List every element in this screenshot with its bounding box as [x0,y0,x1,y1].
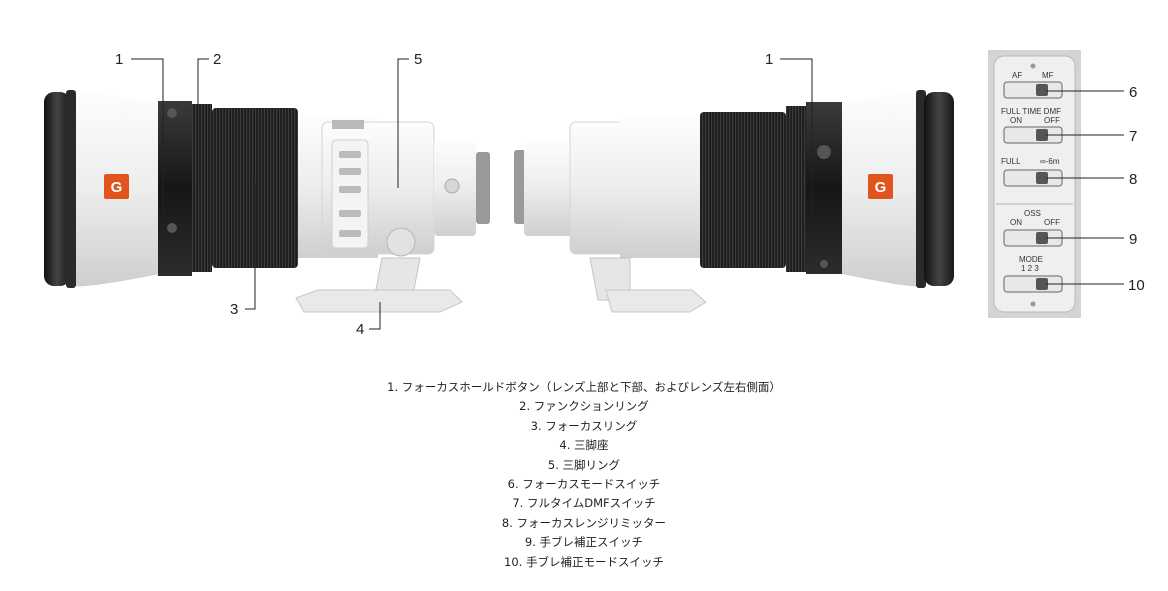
leader-1-left [131,58,164,225]
focus-hold-ring [158,101,192,276]
focus-mode-switch-knob [1036,84,1048,96]
label-full-time-dmf: FULL TIME DMF [1001,107,1061,116]
callout-8: 8 [1129,171,1137,188]
focus-hold-button-bottom-right [820,260,828,268]
strip-switch-3 [339,186,361,193]
lens-rear-barrel-right [524,140,576,236]
switch-strip [331,139,369,249]
lens-diagram: G 1 2 5 3 4 G 1 [44,50,1145,338]
tripod-foot-knob [386,227,416,257]
legend-item-2: 2. ファンクションリング [519,399,649,414]
strip-switch-4 [339,210,361,217]
focus-mode-switch [1003,81,1063,99]
callout-1-right: 1 [765,51,773,68]
full-time-dmf-switch-knob [1036,129,1048,141]
focus-range-limiter-knob [1036,172,1048,184]
tripod-lock-knob [444,178,460,194]
strip-switch-5 [339,230,361,237]
callouts-left: 1 2 5 3 4 [115,51,422,338]
oss-mode-switch-knob [1036,278,1048,290]
focus-hold-button-top [167,108,177,118]
label-range: ∞-6m [1040,157,1060,166]
legend-item-9: 9. 手ブレ補正スイッチ [524,535,644,550]
legend-item-7: 7. フルタイムDMFスイッチ [512,496,656,511]
function-ring [192,104,212,272]
g-badge [104,174,129,199]
panel-screw-top [1030,63,1036,69]
label-full: FULL [1001,157,1021,166]
legend-item-6: 6. フォーカスモードスイッチ [507,477,661,492]
legend-item-8: 8. フォーカスレンジリミッター [501,515,667,530]
label-mf: MF [1042,71,1054,80]
callout-5: 5 [414,51,422,68]
lens-front-ring-right [916,90,926,288]
focus-hold-ring-right [806,102,842,274]
tripod-foot [295,289,463,313]
leader-2 [197,58,209,188]
leader-4 [369,302,381,330]
callout-9: 9 [1129,231,1137,248]
lens-front-rim [44,92,70,286]
collar-top-plate [332,120,364,129]
strip-switch-1 [339,151,361,158]
focus-ring-right [700,112,786,268]
label-af: AF [1012,71,1022,80]
leader-5 [397,58,409,188]
leader-3 [245,182,256,310]
legend-item-10: 10. 手ブレ補正モードスイッチ [504,554,664,569]
callout-1-left: 1 [115,51,123,68]
label-dmf-off: OFF [1044,116,1060,125]
parts-legend: 1. フォーカスホールドボタン（レンズ上部と下部、およびレンズ左右側面） 2. … [0,378,1168,572]
lens-front-rim-right [924,92,954,286]
label-oss-off: OFF [1044,218,1060,227]
label-oss-on: ON [1010,218,1022,227]
oss-switch-knob [1036,232,1048,244]
g-badge-right [868,174,893,199]
switch-panel: AF MF FULL TIME DMF ON OFF FULL ∞-6m OSS… [988,50,1081,318]
legend-item-3: 3. フォーカスリング [530,418,638,433]
function-ring-right [786,106,806,272]
callout-4: 4 [356,321,364,338]
callout-3: 3 [230,301,238,318]
callout-6: 6 [1129,84,1137,101]
callouts-panel: 6 7 8 9 10 [1046,84,1145,294]
label-dmf-on: ON [1010,116,1022,125]
lens-left-view: G [44,90,490,313]
lens-right-view: G [514,90,954,313]
leader-1-right [780,58,813,252]
label-oss: OSS [1024,209,1041,218]
lens-barrel-right [620,118,700,258]
legend-item-4: 4. 三脚座 [559,438,609,453]
callout-7: 7 [1129,128,1137,145]
strip-switch-2 [339,168,361,175]
legend-item-5: 5. 三脚リング [547,457,621,472]
label-mode: MODE [1019,255,1043,264]
panel-screw-bottom [1030,301,1036,307]
g-badge-text-right: G [875,179,887,196]
lens-front-ring [66,90,76,288]
focus-hold-button-bottom [167,223,177,233]
g-badge-text: G [111,179,123,196]
callout-10: 10 [1128,277,1145,294]
lens-mount [476,152,490,224]
focus-hold-button-side [817,145,831,159]
tripod-foot-right [605,289,707,313]
label-mode-nums: 1 2 3 [1021,264,1039,273]
legend-item-1: 1. フォーカスホールドボタン（レンズ上部と下部、およびレンズ左右側面） [387,380,781,394]
callout-2: 2 [213,51,221,68]
